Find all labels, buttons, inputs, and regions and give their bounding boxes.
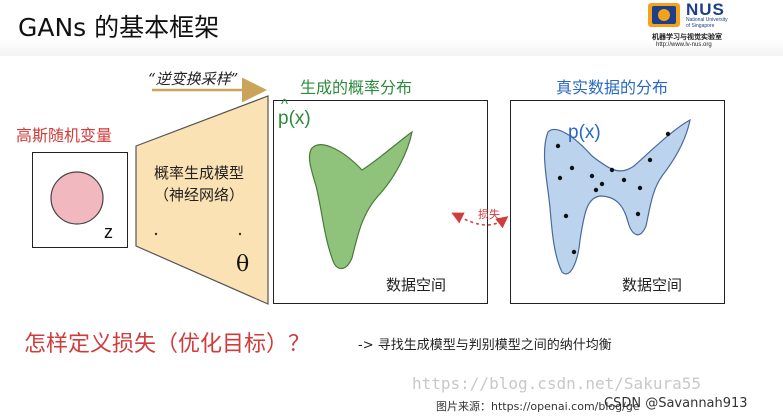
model-label: 概率生成模型（神经网络） [154, 164, 245, 204]
generated-data-space-box [273, 100, 488, 304]
nus-crest-icon [648, 3, 680, 27]
generated-data-space-label: 数据空间 [386, 276, 447, 294]
generative-model-trapezoid [135, 95, 269, 305]
slide-title: GANs 的基本框架 [18, 13, 220, 42]
logo-line2: of Singapore [686, 23, 715, 29]
gaussian-circle [50, 171, 104, 225]
real-data-points [555, 131, 671, 255]
logo-lab-name: 机器学习与视觉实验室 [652, 33, 722, 41]
p-hat-label: ^ p(x) [278, 96, 311, 130]
logo-line1: National University [686, 17, 728, 23]
watermark: https://blog.csdn.net/Sakura55 [412, 374, 701, 393]
latent-space-box [32, 152, 128, 248]
hat-mark: ^ [281, 96, 289, 113]
answer-text: -> 寻找生成模型与判别模型之间的纳什均衡 [358, 338, 612, 353]
p-hat-text: p(x) [278, 108, 311, 129]
image-source: 图片来源：https://openai.com/blog/ge [436, 400, 640, 413]
generated-distribution-shape [308, 130, 413, 270]
real-distribution-heading: 真实数据的分布 [556, 78, 669, 97]
real-data-space-label: 数据空间 [622, 276, 683, 294]
loss-arrow [451, 212, 509, 229]
logo-name: NUS [686, 0, 725, 19]
question-text: 怎样定义损失（优化目标）？ [24, 332, 311, 357]
model-dot-right [238, 232, 242, 236]
p-label: p(x) [568, 122, 601, 143]
model-dot-left [154, 232, 158, 236]
source-credit: CSDN @Savannah913 [604, 396, 748, 411]
logo-url: http://www.lv-nus.org [656, 42, 712, 48]
theta-parameter: θ [236, 252, 250, 277]
latent-variable-z: z [104, 222, 113, 242]
loss-label: 损失 [478, 208, 500, 221]
inverse-sampling-label: “逆变换采样” [148, 70, 239, 88]
latent-variable-heading: 高斯随机变量 [16, 126, 113, 145]
generated-distribution-heading: 生成的概率分布 [300, 78, 413, 97]
real-distribution-shape [543, 118, 691, 275]
